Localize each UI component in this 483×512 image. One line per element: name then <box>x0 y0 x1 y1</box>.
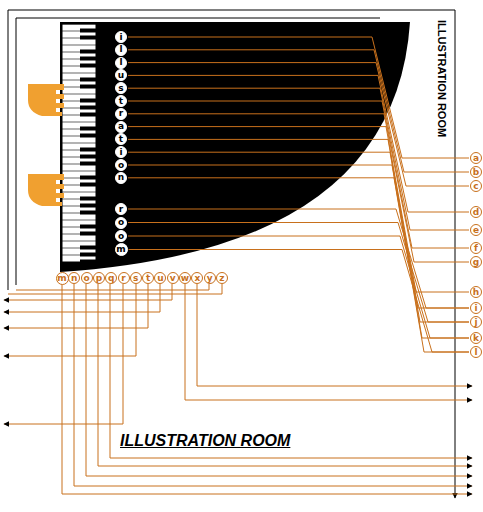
diagram-title: ILLUSTRATION ROOM <box>120 432 290 450</box>
letter: k <box>473 334 479 343</box>
letter: e <box>473 226 479 235</box>
letter: i <box>474 304 477 313</box>
letter: a <box>118 122 124 131</box>
letter-circle: n <box>115 172 127 184</box>
letter: w <box>181 274 189 283</box>
letter-circle: h <box>470 286 482 298</box>
hand <box>28 84 64 116</box>
letter: l <box>119 58 122 67</box>
letter: l <box>474 348 477 357</box>
letter-circle: v <box>167 272 179 284</box>
letter: i <box>119 148 122 157</box>
letter: s <box>133 274 138 283</box>
letter: v <box>170 274 176 283</box>
letter: o <box>118 218 124 227</box>
letter-circle: e <box>470 224 482 236</box>
leader-connector <box>128 114 469 262</box>
letter-circle: q <box>105 272 117 284</box>
letter-circle: r <box>115 203 127 215</box>
letter-circle: b <box>470 166 482 178</box>
leader-connector <box>129 250 470 353</box>
letter-circle: s <box>130 272 142 284</box>
letter-circle: p <box>93 272 105 284</box>
letter: c <box>473 182 478 191</box>
letter-circle: l <box>115 44 127 56</box>
letter-circle: t <box>142 272 154 284</box>
hand <box>28 174 64 206</box>
letter: o <box>118 232 124 241</box>
letter-circle: y <box>204 272 216 284</box>
letter: b <box>473 168 479 177</box>
letter: r <box>121 274 125 283</box>
piano-keys <box>62 24 96 264</box>
letter: t <box>119 97 123 106</box>
letter: p <box>96 274 102 283</box>
leader-connector <box>128 178 469 352</box>
leader-connector <box>128 63 469 186</box>
letter-circle: f <box>470 242 482 254</box>
letter-circle: i <box>470 302 482 314</box>
leader-connector <box>128 223 469 323</box>
letter: j <box>474 318 477 327</box>
letter: x <box>194 274 200 283</box>
letter-circle: a <box>470 152 482 164</box>
letter-circle: o <box>115 159 127 171</box>
letter: m <box>116 245 125 254</box>
letter: i <box>119 33 122 42</box>
letter: n <box>71 274 77 283</box>
letter-circle: c <box>470 180 482 192</box>
letter: d <box>473 208 479 217</box>
letter: t <box>119 135 123 144</box>
leader-connector <box>128 101 469 248</box>
letter: m <box>57 274 66 283</box>
letter: f <box>474 244 478 253</box>
letter-circle: t <box>115 95 127 107</box>
letter: h <box>473 288 479 297</box>
letter: q <box>108 274 114 283</box>
letter-circle: g <box>470 256 482 268</box>
leader-lines <box>4 10 472 498</box>
letter-circle: d <box>470 206 482 218</box>
letter-circle: i <box>115 31 127 43</box>
letter-circle: o <box>81 272 93 284</box>
side-label: ILLUSTRATION ROOM <box>436 20 448 137</box>
letter: u <box>118 71 124 80</box>
leader-connector <box>128 75 469 212</box>
letter-circle: j <box>470 316 482 328</box>
letter: t <box>146 274 150 283</box>
letter-circle: u <box>154 272 166 284</box>
letter-circle: n <box>68 272 80 284</box>
letter-circle: m <box>56 272 69 285</box>
piano-body <box>60 22 410 272</box>
letter-circle: m <box>115 243 128 256</box>
leader-connector <box>128 209 469 308</box>
letter: r <box>119 205 123 214</box>
letter: s <box>118 84 123 93</box>
leader-connector <box>128 50 469 172</box>
keyboard <box>62 24 96 262</box>
leader-connector <box>128 236 469 338</box>
letter-circle: o <box>115 217 127 229</box>
letter-circle: z <box>216 272 228 284</box>
letter-circle: l <box>470 346 482 358</box>
letter: o <box>84 274 90 283</box>
letter: o <box>118 161 124 170</box>
letter: a <box>473 154 479 163</box>
leader-connector <box>128 165 469 338</box>
letter-circle: r <box>118 272 130 284</box>
letter: g <box>473 258 479 267</box>
letter-circle: w <box>179 272 191 284</box>
letter: u <box>157 274 163 283</box>
letter: n <box>118 173 124 182</box>
letter-circle: o <box>115 230 127 242</box>
letter: l <box>119 45 122 54</box>
letter: z <box>219 274 224 283</box>
letter-circle: l <box>115 57 127 69</box>
letter-circle: x <box>191 272 203 284</box>
letter-circle: a <box>115 121 127 133</box>
letter-circle: k <box>470 332 482 344</box>
letter: r <box>119 109 123 118</box>
letter-circle: r <box>115 108 127 120</box>
letter: y <box>207 274 213 283</box>
